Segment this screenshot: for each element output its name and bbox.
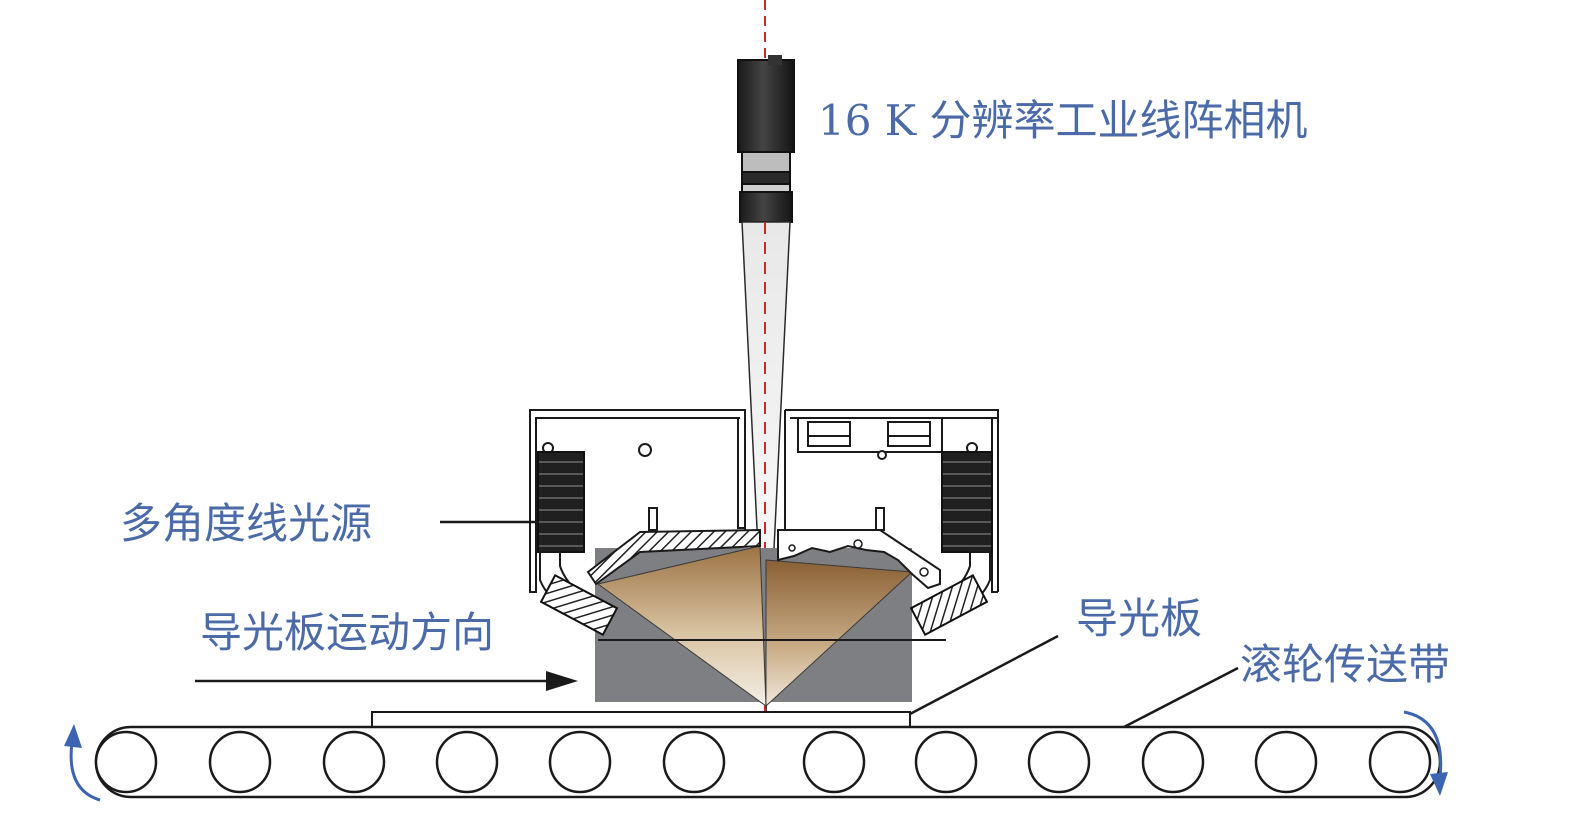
reflector-left: [586, 528, 761, 586]
light-guide-plate-label: 导光板: [1076, 594, 1203, 643]
roller: [1141, 730, 1205, 794]
heat-sink-right: [941, 451, 993, 553]
roller: [94, 730, 158, 794]
light-source-label: 多角度线光源: [120, 499, 373, 548]
rotation-arrow-right: [1403, 710, 1443, 779]
roller: [1368, 730, 1432, 794]
curved-arrow-icon: [1430, 772, 1448, 796]
leader-line-conveyor: [1123, 666, 1239, 729]
roller: [1027, 730, 1091, 794]
light-cone-left: [596, 545, 767, 708]
heat-sink-left: [537, 451, 585, 553]
light-guide-plate: [371, 711, 911, 728]
roller: [662, 730, 726, 794]
camera-lens-ring-1: [741, 151, 791, 173]
camera-connector: [768, 55, 782, 65]
rotation-arrow-left: [69, 741, 101, 802]
curved-arrow-icon: [64, 724, 82, 748]
lamp-head-right: [909, 573, 989, 637]
roller: [208, 730, 272, 794]
camera-label: 16 K 分辨率工业线阵相机: [818, 96, 1308, 145]
roller: [914, 730, 978, 794]
line-scan-camera: [737, 55, 795, 223]
light-source-housing: [529, 409, 999, 593]
leader-line-plate: [909, 634, 1059, 716]
roller-conveyor-label: 滚轮传送带: [1240, 640, 1451, 689]
rollers: [94, 730, 1432, 794]
roller: [435, 730, 499, 794]
reflector-right-details: [788, 539, 929, 577]
roller: [802, 730, 866, 794]
motion-direction-label: 导光板运动方向: [200, 608, 495, 657]
camera-lens-ring-2: [741, 171, 791, 185]
reflector-right: [777, 529, 941, 590]
camera-lens-ring-3: [741, 183, 791, 193]
camera-lens-front: [739, 191, 793, 223]
camera-body: [737, 59, 795, 153]
conveyor-belt: [94, 725, 1442, 799]
lamp-head-left: [539, 573, 619, 637]
roller: [322, 730, 386, 794]
roller: [1254, 730, 1318, 794]
arrow-right-icon: [546, 671, 578, 691]
roller-conveyor: [94, 725, 1442, 799]
roller: [548, 730, 612, 794]
